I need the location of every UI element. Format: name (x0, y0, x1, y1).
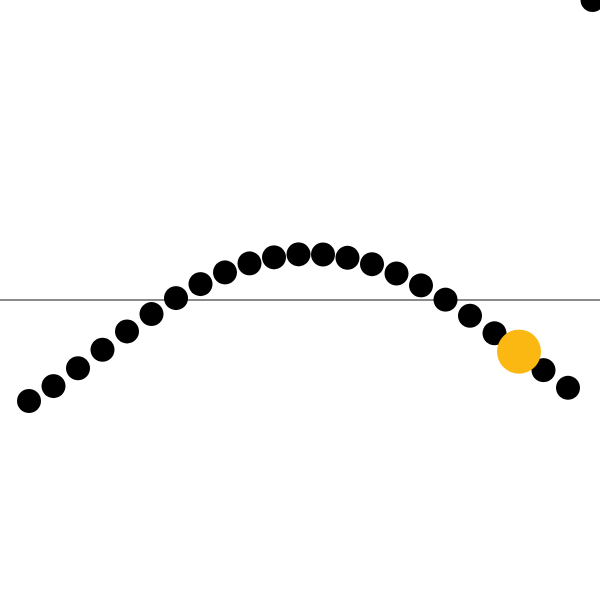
black-dot (409, 273, 433, 298)
black-dot (17, 389, 41, 413)
black-dot (188, 272, 213, 297)
black-dot (90, 337, 115, 362)
black-dot (41, 374, 66, 399)
black-dot (335, 245, 360, 270)
black-dot (139, 302, 164, 327)
black-dot (360, 252, 384, 277)
black-dot (458, 303, 482, 328)
black-dot (286, 242, 311, 267)
black-dot (66, 356, 90, 381)
black-dot (531, 358, 556, 383)
black-dot (115, 319, 139, 344)
black-dot (433, 287, 458, 312)
black-dot (482, 321, 507, 346)
black-dot (311, 242, 335, 267)
black-dot (164, 286, 188, 311)
black-dot (237, 251, 262, 276)
black-dot (556, 375, 580, 400)
black-dot (262, 245, 286, 270)
black-dot (580, 0, 600, 12)
black-dot (213, 260, 237, 285)
black-dots-group (17, 0, 600, 413)
black-dot (384, 261, 409, 286)
highlighted-dot (497, 329, 541, 374)
